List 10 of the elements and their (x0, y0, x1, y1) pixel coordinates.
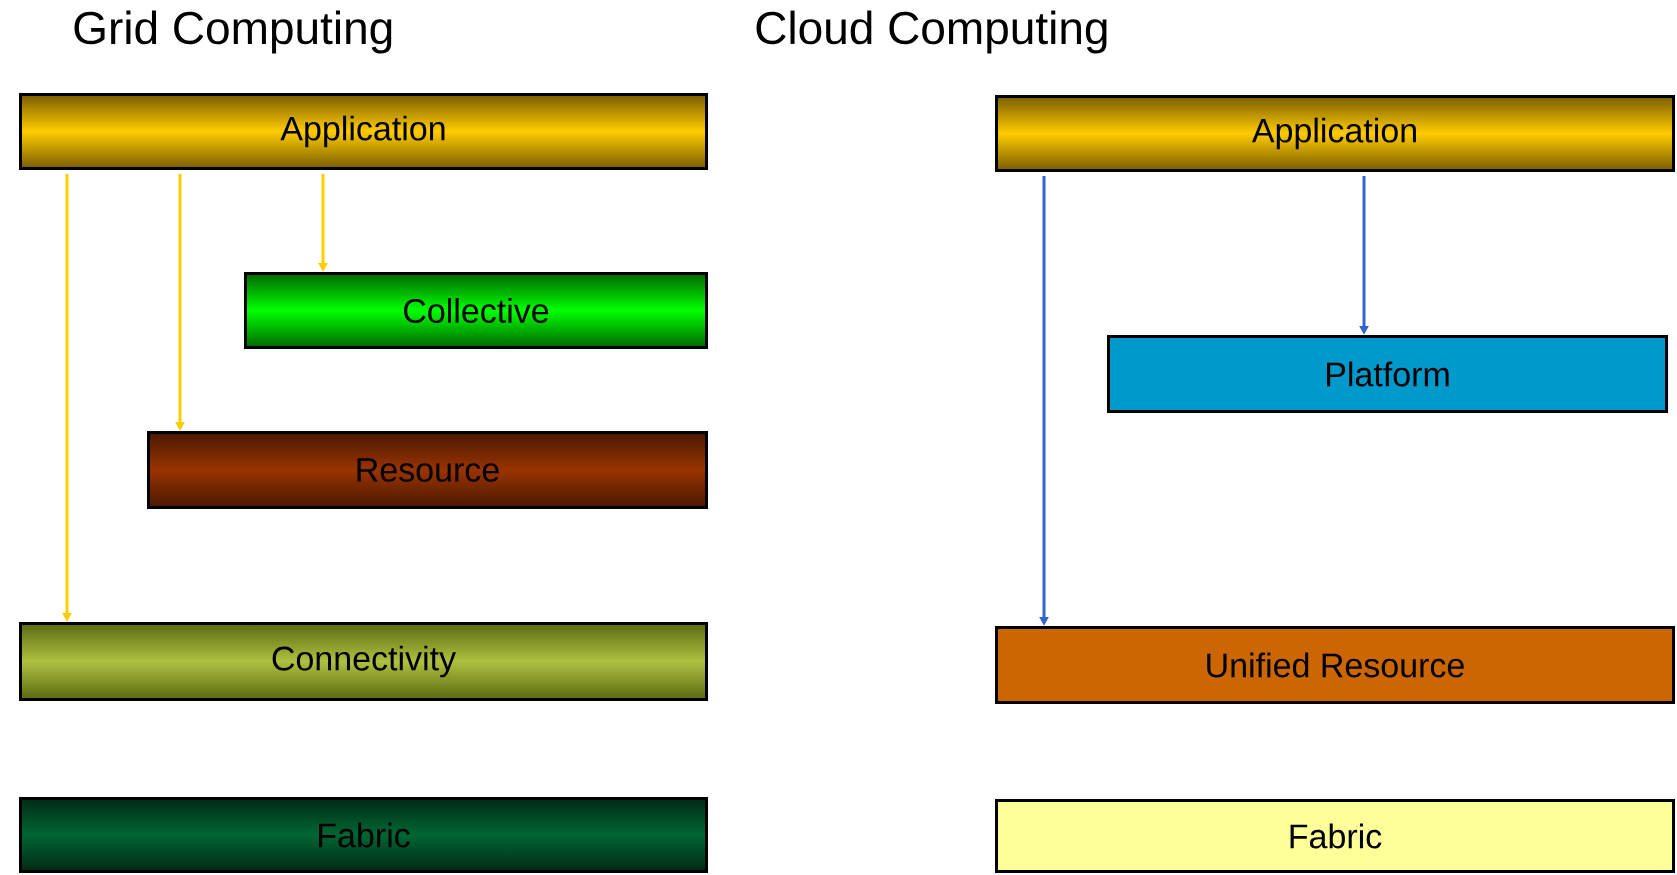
column-heading: Cloud Computing (756, 10, 1107, 54)
layer-box: Application (19, 93, 708, 170)
layer-box: Fabric (19, 797, 708, 873)
layer-box: Resource (147, 431, 708, 509)
layer-box: Application (995, 95, 1676, 172)
layer-box: Unified Resource (995, 626, 1676, 704)
layer-box: Connectivity (19, 622, 708, 701)
layer-box: Fabric (995, 799, 1676, 873)
layer-box: Collective (244, 272, 708, 349)
layer-box: Platform (1107, 335, 1669, 413)
